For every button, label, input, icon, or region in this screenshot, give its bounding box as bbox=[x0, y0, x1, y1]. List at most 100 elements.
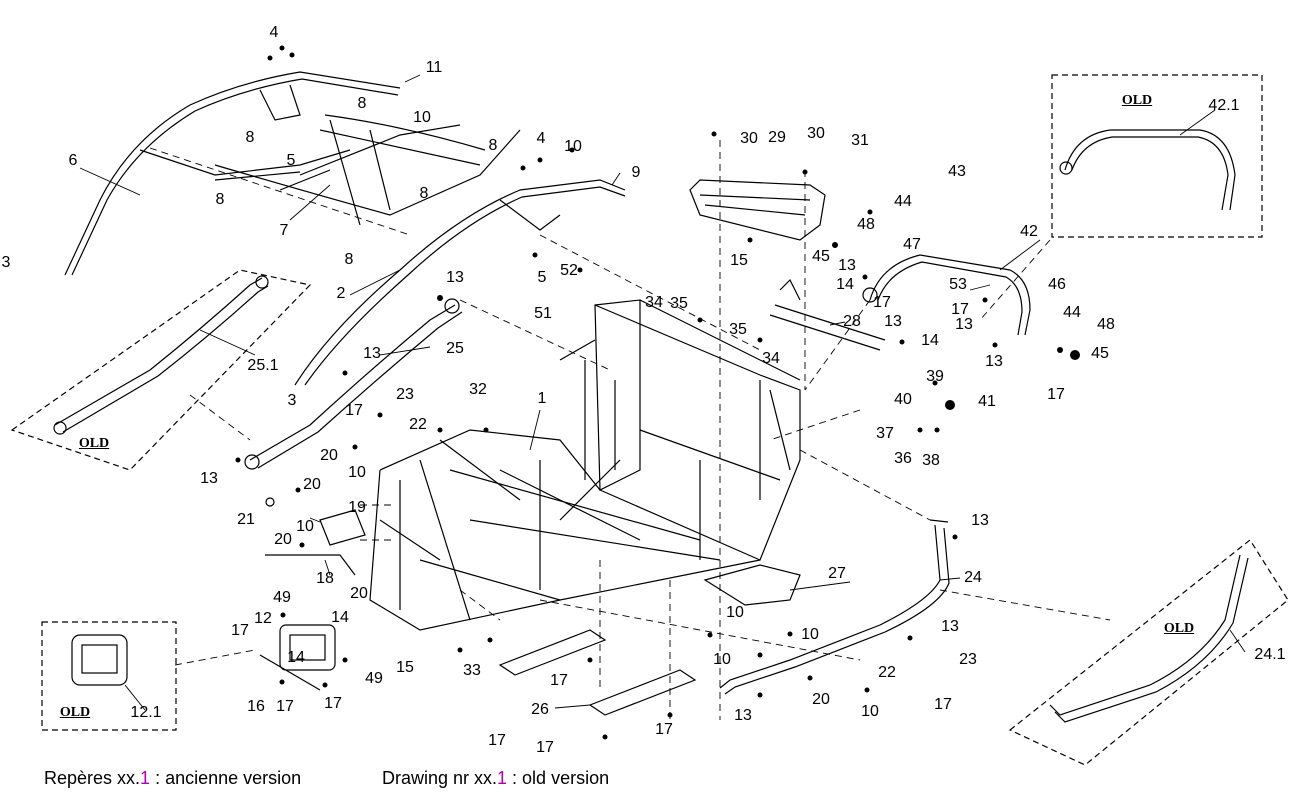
skid-plate-27 bbox=[703, 564, 801, 606]
part-label: 13 bbox=[200, 470, 218, 487]
part-label: 17 bbox=[536, 739, 554, 756]
part-label: 25.1 bbox=[247, 357, 279, 374]
part-label: 52 bbox=[560, 262, 578, 279]
part-label: 24.1 bbox=[1254, 646, 1286, 663]
part-label: 15 bbox=[730, 252, 748, 269]
part-label: 20 bbox=[350, 585, 368, 602]
side-bar-25-1-old bbox=[53, 275, 269, 435]
roll-cage-side-bar bbox=[294, 179, 626, 386]
part-label: 22 bbox=[409, 416, 427, 433]
legend-english-prefix: Drawing nr xx. bbox=[382, 768, 498, 788]
part-label: 8 bbox=[215, 191, 225, 208]
part-label: 30 bbox=[807, 125, 825, 142]
part-label: 11 bbox=[425, 59, 443, 76]
part-label: 21 bbox=[237, 511, 255, 528]
front-guard-12 bbox=[259, 624, 336, 691]
old-label: OLD bbox=[1121, 93, 1153, 108]
part-label: 10 bbox=[413, 109, 431, 126]
part-label: 10 bbox=[726, 604, 744, 621]
part-label: 29 bbox=[768, 129, 786, 146]
part-label: 17 bbox=[324, 695, 342, 712]
part-label: 10 bbox=[713, 651, 731, 668]
part-label: 47 bbox=[903, 236, 921, 253]
bracket-19-18-21 bbox=[265, 497, 366, 576]
part-label: 12.1 bbox=[130, 704, 162, 721]
part-label: 31 bbox=[851, 132, 869, 149]
legend-french-version: 1 bbox=[140, 768, 151, 788]
part-label: 17 bbox=[231, 622, 249, 639]
part-label: 38 bbox=[922, 452, 940, 469]
part-label: 46 bbox=[1048, 276, 1066, 293]
part-label: 34 bbox=[762, 350, 780, 367]
part-label: 24 bbox=[964, 569, 982, 586]
part-label: 49 bbox=[365, 670, 383, 687]
part-label: 3 bbox=[1, 254, 11, 271]
part-label: 28 bbox=[843, 313, 861, 330]
part-label: 33 bbox=[463, 662, 481, 679]
rear-rack-29 bbox=[689, 179, 826, 241]
legend-english: Drawing nr xx.1 : old version bbox=[382, 768, 609, 789]
part-label: 3 bbox=[287, 392, 297, 409]
part-label: 13 bbox=[955, 316, 973, 333]
part-label: 42 bbox=[1020, 223, 1038, 240]
part-label: 13 bbox=[971, 512, 989, 529]
part-label: 14 bbox=[287, 649, 305, 666]
part-label: 27 bbox=[828, 565, 846, 582]
part-label: 20 bbox=[274, 531, 292, 548]
part-label: 26 bbox=[531, 701, 549, 718]
rear-bar-42 bbox=[862, 254, 1031, 336]
legend-french: Repères xx.1 : ancienne version bbox=[44, 768, 301, 789]
part-label: 45 bbox=[812, 248, 830, 265]
part-label: 13 bbox=[941, 618, 959, 635]
part-label: 39 bbox=[926, 368, 944, 385]
legend-english-suffix: : old version bbox=[507, 768, 610, 788]
part-label: 8 bbox=[419, 185, 429, 202]
part-label: 42.1 bbox=[1208, 97, 1240, 114]
part-label: 34 bbox=[645, 294, 663, 311]
old-label: OLD bbox=[78, 436, 110, 451]
rear-crossbar-28 bbox=[769, 278, 886, 351]
hardware-fasteners bbox=[235, 45, 1080, 740]
part-label: 10 bbox=[296, 518, 314, 535]
part-label: 13 bbox=[734, 707, 752, 724]
part-label: 44 bbox=[894, 193, 912, 210]
part-label: 17 bbox=[655, 721, 673, 738]
part-label: 8 bbox=[488, 137, 498, 154]
part-label: 37 bbox=[876, 425, 894, 442]
part-label: 53 bbox=[949, 276, 967, 293]
part-label: 19 bbox=[348, 499, 366, 516]
old-box-25 bbox=[10, 269, 312, 471]
part-label: 36 bbox=[894, 450, 912, 467]
part-label: 13 bbox=[446, 269, 464, 286]
part-label: 17 bbox=[934, 696, 952, 713]
part-label: 13 bbox=[363, 345, 381, 362]
roll-cage-front-frame bbox=[214, 114, 521, 226]
part-label: 8 bbox=[245, 129, 255, 146]
part-label: 20 bbox=[812, 691, 830, 708]
part-label: 32 bbox=[469, 381, 487, 398]
part-label: 20 bbox=[303, 476, 321, 493]
part-label: 14 bbox=[836, 276, 854, 293]
old-box-24 bbox=[1008, 539, 1289, 766]
part-label: 23 bbox=[959, 651, 977, 668]
side-bar-25 bbox=[244, 298, 463, 470]
part-label: 17 bbox=[873, 294, 891, 311]
part-label: 41 bbox=[978, 393, 996, 410]
part-label: 7 bbox=[279, 222, 289, 239]
rear-bar-42-1-old bbox=[1059, 129, 1236, 211]
part-label: 5 bbox=[537, 269, 547, 286]
legend-english-version: 1 bbox=[497, 768, 508, 788]
part-label: 20 bbox=[320, 447, 338, 464]
part-label: 10 bbox=[564, 138, 582, 155]
main-chassis-frame bbox=[369, 299, 801, 631]
nerf-bar-24-1-old bbox=[1049, 554, 1249, 723]
part-label: 16 bbox=[247, 698, 265, 715]
part-label: 35 bbox=[670, 295, 688, 312]
part-label: 2 bbox=[336, 285, 346, 302]
roll-cage-rear-hoop bbox=[64, 71, 401, 276]
old-box-12 bbox=[41, 621, 177, 731]
part-label: 17 bbox=[1047, 386, 1065, 403]
old-label: OLD bbox=[1163, 621, 1195, 636]
part-label: 17 bbox=[276, 698, 294, 715]
part-label: 10 bbox=[861, 703, 879, 720]
